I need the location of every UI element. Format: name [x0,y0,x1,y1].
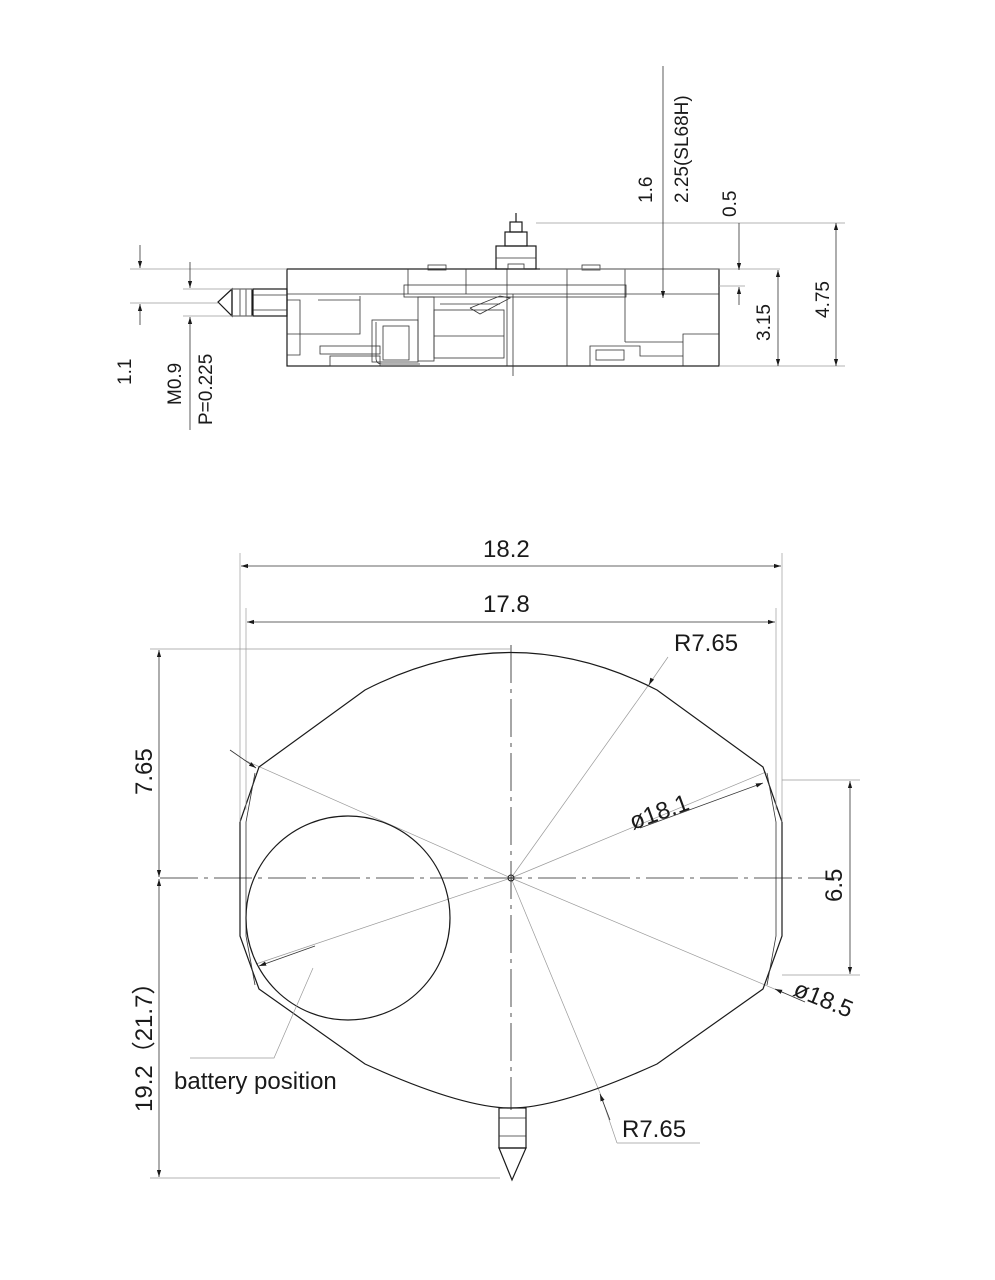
hand-shafts [495,213,537,270]
dim-1-6: 1.6 [636,177,657,203]
side-view: 1.6 2.25(SL68H) 0.5 3.15 4.75 1.1 M0.9 P… [115,66,845,430]
stem-pin [498,1107,527,1182]
dim-m0-9: M0.9 [165,363,186,405]
dim-0-5: 0.5 [720,191,741,217]
side-dimension-texts: 1.6 2.25(SL68H) 0.5 3.15 4.75 1.1 M0.9 P… [115,95,834,425]
dim-19-2-21-7: 19.2（21.7） [131,971,158,1112]
center-lines [160,645,840,1110]
case-outline [239,651,783,1109]
battery-position-label: battery position [174,1068,337,1095]
side-dimension-lines [130,66,845,430]
dim-r7-65-top: R7.65 [674,630,738,657]
dim-7-65: 7.65 [131,748,158,795]
dim-2-25-sl68h: 2.25(SL68H) [672,95,693,203]
top-dimension-lines [150,553,860,1179]
construction-lines [243,656,785,1144]
dim-r7-65-bottom: R7.65 [622,1116,686,1143]
dim-6-5: 6.5 [821,869,848,902]
dim-dia-18-5: ø18.5 [790,976,857,1024]
battery-circle [245,815,451,1021]
top-view: 18.2 17.8 R7.65 R7.65 ø18.1 ø18.5 7.65 1… [131,536,860,1182]
dim-dia-18-1: ø18.1 [626,789,693,835]
movement-body-outline [286,264,720,376]
dim-3-15: 3.15 [754,304,775,341]
dim-18-2: 18.2 [483,536,530,563]
dim-17-8: 17.8 [483,591,530,618]
dim-pitch: P=0.225 [196,354,217,425]
dim-4-75: 4.75 [813,281,834,318]
side-stem [217,287,288,318]
dim-1-1: 1.1 [115,359,136,385]
